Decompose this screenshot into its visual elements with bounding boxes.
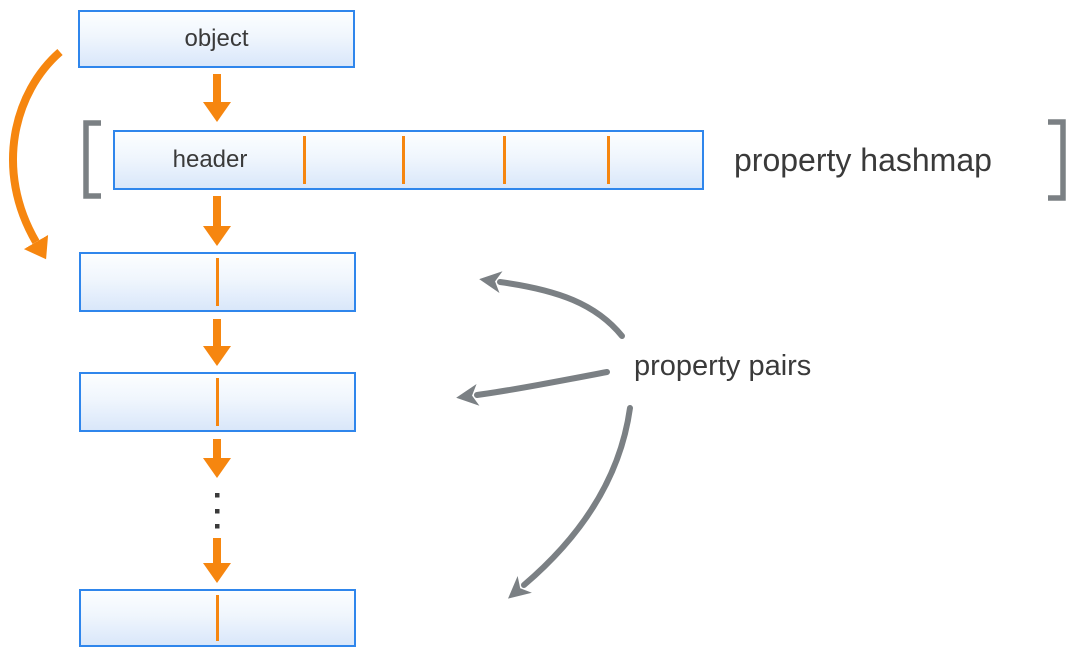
object-box-label: object <box>184 25 249 52</box>
hashmap-header-label: header <box>172 146 248 173</box>
property-hashmap-box: header <box>113 130 704 190</box>
property-pair-box-1 <box>79 252 356 312</box>
gray-pointer-arrows <box>456 271 633 599</box>
ellipsis-dot <box>215 493 220 498</box>
object-box: object <box>78 10 355 68</box>
ellipsis-dot <box>215 509 220 514</box>
hashmap-slot-divider <box>402 136 405 184</box>
left-bracket-icon <box>83 120 101 199</box>
vertical-ellipsis-icon <box>215 493 220 529</box>
pair-divider <box>216 378 219 426</box>
hashmap-slot-divider <box>607 136 610 184</box>
pointer-to-pair1-icon <box>479 271 625 339</box>
hashmap-slot-divider <box>303 136 306 184</box>
property-pair-box-3 <box>79 589 356 647</box>
pointer-to-pair3-icon <box>508 405 633 599</box>
hashmap-slot-divider <box>503 136 506 184</box>
property-pairs-caption: property pairs <box>634 350 812 382</box>
right-bracket-icon <box>1048 119 1066 201</box>
pointer-to-pair2-icon <box>456 369 610 406</box>
property-hashmap-caption: property hashmap <box>734 142 992 178</box>
property-pair-box-2 <box>79 372 356 432</box>
ellipsis-dot <box>215 524 220 529</box>
pair-divider <box>216 595 219 641</box>
arrow-object-to-pair1-curve-icon <box>9 48 63 260</box>
pair-divider <box>216 258 219 306</box>
